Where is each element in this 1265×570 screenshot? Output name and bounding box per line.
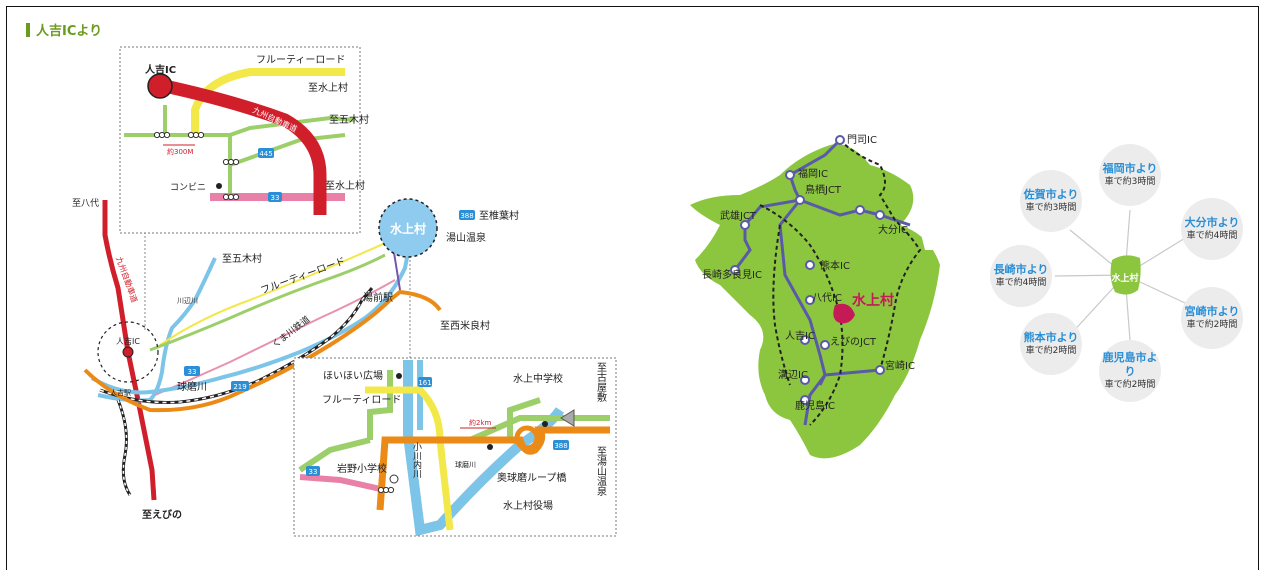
map-label: 川辺川 bbox=[177, 297, 198, 305]
map-label: 八代IC bbox=[812, 292, 842, 304]
map-label: 33 bbox=[188, 368, 197, 376]
map-label: 至水上村 bbox=[308, 81, 348, 94]
map-label: 岩野小学校 bbox=[337, 462, 387, 475]
map-label: 水上村 bbox=[852, 292, 894, 309]
map-label: 人吉IC bbox=[116, 337, 140, 346]
mizukami-village-shape bbox=[1110, 255, 1141, 295]
map-label: 熊本IC bbox=[820, 259, 850, 272]
bubble-fukuoka: 福岡市より 車で約3時間 bbox=[1099, 144, 1161, 206]
map-label: 約300M bbox=[167, 147, 193, 156]
map-label: 武雄JCT bbox=[720, 209, 757, 222]
map-label: 球磨川 bbox=[177, 380, 207, 393]
overview-map: 水上村 至八代 九州自動車道 川辺川 至五木村 フルーティーロード 388 至椎… bbox=[72, 198, 519, 521]
map-label: 門司IC bbox=[847, 134, 877, 146]
map-label: 161 bbox=[418, 379, 431, 387]
map-label: 球磨川 bbox=[455, 460, 476, 469]
map-label: フルーティーロード bbox=[256, 55, 345, 66]
map-label: 至五木村 bbox=[329, 113, 369, 126]
map-label: 奥球磨ループ橋 bbox=[497, 471, 566, 484]
map-label: ほいほい広場 bbox=[323, 369, 383, 382]
map-label: 至水上村 bbox=[325, 179, 365, 192]
section-heading: 人吉ICより bbox=[26, 20, 102, 39]
map-label: 至西米良村 bbox=[440, 319, 490, 332]
map-label: 溝辺IC bbox=[778, 368, 808, 381]
map-label: 33 bbox=[271, 194, 280, 202]
map-label: 219 bbox=[233, 383, 246, 391]
bubble-miyazaki: 宮崎市より 車で約2時間 bbox=[1181, 287, 1243, 349]
map-label: 水上村役場 bbox=[503, 499, 553, 512]
bubble-nagasaki: 長崎市より 車で約4時間 bbox=[990, 245, 1052, 307]
map-label: 至五木村 bbox=[222, 252, 262, 265]
access-diagram-lines: 水上村 bbox=[1054, 209, 1201, 341]
map-label: 約2km bbox=[469, 418, 492, 427]
kyushu-map: 門司IC 福岡IC 鳥栖JCT 武雄JCT 大分IC 長崎多良見IC 熊本IC … bbox=[690, 134, 940, 459]
map-label: 388 bbox=[460, 212, 473, 220]
section-title: 人吉ICより bbox=[36, 24, 103, 39]
access-map: 水上村 至八代 九州自動車道 川辺川 至五木村 フルーティーロード 388 至椎… bbox=[72, 46, 617, 537]
map-label: 33 bbox=[309, 468, 318, 476]
map-label: 鹿児島IC bbox=[795, 399, 835, 412]
bubble-oita: 大分市より 車で約4時間 bbox=[1181, 198, 1243, 260]
map-label: 至えびの bbox=[142, 508, 182, 521]
heading-bar bbox=[26, 22, 30, 37]
map-label: 宮崎IC bbox=[885, 359, 915, 372]
inset-top-map: 人吉IC フルーティーロード 至水上村 至五木村 至水上村 九州自動車道 約30… bbox=[119, 46, 369, 234]
bubble-saga: 佐賀市より 車で約3時間 bbox=[1020, 170, 1082, 232]
bubble-kumamoto: 熊本市より 車で約2時間 bbox=[1020, 313, 1082, 375]
map-label: 至八代 bbox=[72, 198, 99, 209]
map-label: コンビニ bbox=[170, 182, 206, 193]
map-label: 至椎葉村 bbox=[479, 209, 519, 222]
map-label: 鳥栖JCT bbox=[805, 183, 842, 196]
map-label: 388 bbox=[554, 442, 567, 450]
inset-bottom-map: ほいほい広場 161 水上中学校 至古屋敷 フルーティロード 約2km 388 … bbox=[293, 357, 617, 537]
map-label: フルーティロード bbox=[322, 395, 401, 406]
map-label: 人吉駅 bbox=[110, 389, 131, 397]
kyushu-landmass bbox=[690, 144, 940, 459]
map-label: 445 bbox=[259, 150, 272, 158]
map-label: 至湯山温泉 bbox=[595, 446, 607, 496]
map-label: 人吉IC bbox=[145, 63, 176, 76]
mizukami-marker bbox=[833, 303, 855, 324]
map-label: くま川鉄道 bbox=[269, 313, 312, 350]
map-label: 人吉IC bbox=[785, 330, 815, 342]
map-label: 湯前駅 bbox=[363, 291, 393, 304]
map-label: 水上中学校 bbox=[513, 372, 563, 385]
map-label: 至古屋敷 bbox=[595, 362, 607, 403]
map-label: 小川内川 bbox=[411, 442, 422, 478]
map-label: 福岡IC bbox=[798, 167, 828, 180]
mizukami-label: 水上村 bbox=[390, 221, 426, 236]
center-label: 水上村 bbox=[1111, 272, 1138, 284]
map-label: 大分IC bbox=[878, 223, 908, 236]
map-label: 湯山温泉 bbox=[446, 231, 486, 244]
map-label: えびのJCT bbox=[830, 336, 877, 348]
map-label: 長崎多良見IC bbox=[702, 268, 762, 281]
bubble-kagoshima: 鹿児島市より 車で約2時間 bbox=[1099, 340, 1161, 402]
